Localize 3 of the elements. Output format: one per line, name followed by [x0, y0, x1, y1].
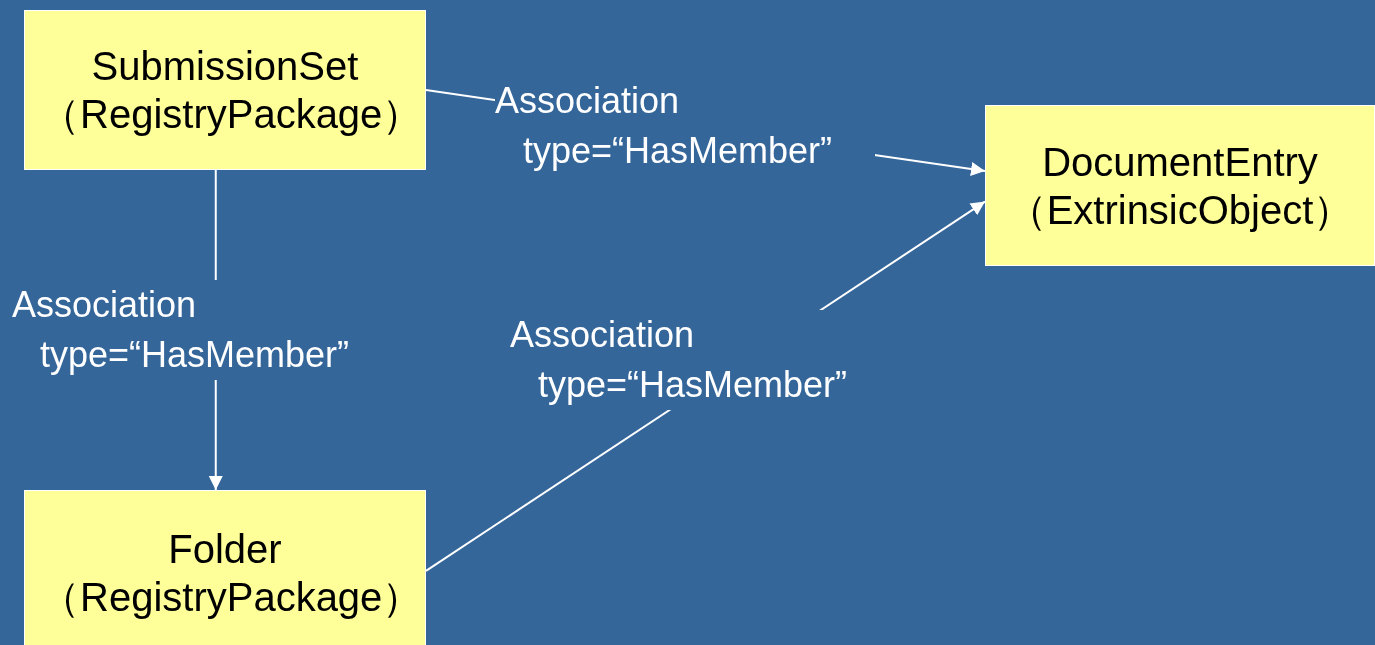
class-box: SubmissionSet （RegistryPackage）: [24, 10, 426, 170]
class-box: DocumentEntry （ExtrinsicObject）: [985, 105, 1375, 266]
class-box: Folder （RegistryPackage）: [24, 490, 426, 645]
